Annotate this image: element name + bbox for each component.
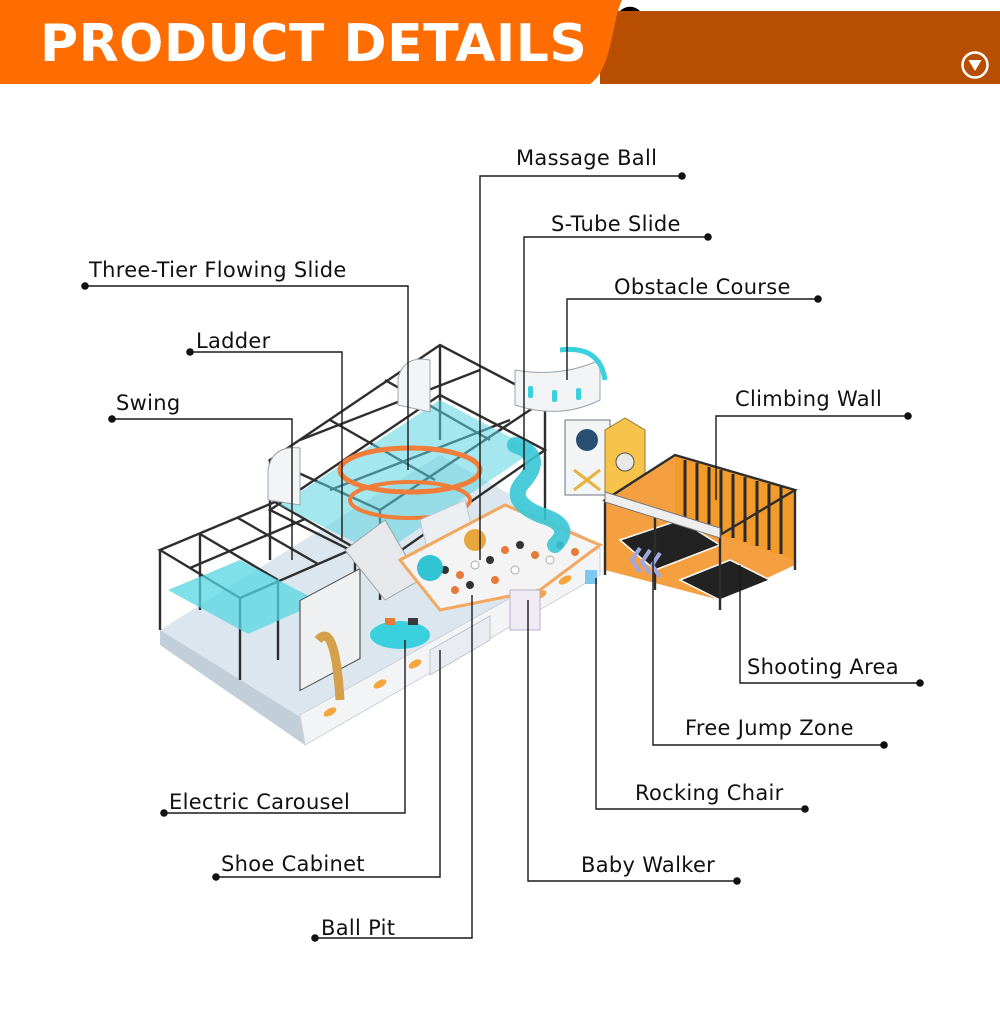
- annex-frame: [602, 453, 798, 610]
- header-orange-tab: [0, 0, 622, 84]
- label-s-tube-slide: S-Tube Slide: [551, 212, 681, 236]
- label-ball-pit: Ball Pit: [321, 916, 396, 940]
- label-three-tier-flowing-slide: Three-Tier Flowing Slide: [89, 258, 347, 282]
- label-climbing-wall: Climbing Wall: [735, 387, 883, 411]
- massage-ball-shape: [464, 529, 486, 551]
- obstacle-tower: [514, 359, 601, 412]
- arch-left: [267, 447, 301, 506]
- s-tube-slide-shape: [507, 437, 571, 553]
- header-notch: [620, 6, 640, 11]
- electric-carousel-shape: [370, 621, 430, 649]
- leader-lines: [85, 175, 920, 939]
- label-free-jump-zone: Free Jump Zone: [685, 716, 854, 740]
- label-shooting-area: Shooting Area: [747, 655, 899, 679]
- label-electric-carousel: Electric Carousel: [169, 790, 351, 814]
- page-title: PRODUCT DETAILS: [40, 14, 588, 74]
- teal-ball: [417, 555, 443, 581]
- label-ladder: Ladder: [196, 329, 271, 353]
- shoe-cabinet-shape: [429, 615, 491, 676]
- label-obstacle-course: Obstacle Course: [614, 275, 791, 299]
- circle-down-triangle-icon[interactable]: [960, 50, 990, 80]
- header-dark-bar: [600, 11, 1000, 84]
- label-swing: Swing: [116, 391, 181, 415]
- label-shoe-cabinet: Shoe Cabinet: [221, 852, 365, 876]
- header-background: [0, 0, 1000, 84]
- ball-pit-shape: [397, 503, 603, 612]
- label-rocking-chair: Rocking Chair: [635, 781, 784, 805]
- climbing-net: [314, 631, 345, 701]
- baby-walker-shape: [509, 589, 541, 631]
- arch-top: [397, 358, 431, 413]
- label-baby-walker: Baby Walker: [581, 853, 716, 877]
- rocking-chair-shape: [585, 570, 597, 584]
- balls: [426, 541, 579, 594]
- header-banner: PRODUCT DETAILS: [0, 0, 1000, 86]
- label-massage-ball: Massage Ball: [516, 146, 658, 170]
- leader-dots: [81, 172, 924, 942]
